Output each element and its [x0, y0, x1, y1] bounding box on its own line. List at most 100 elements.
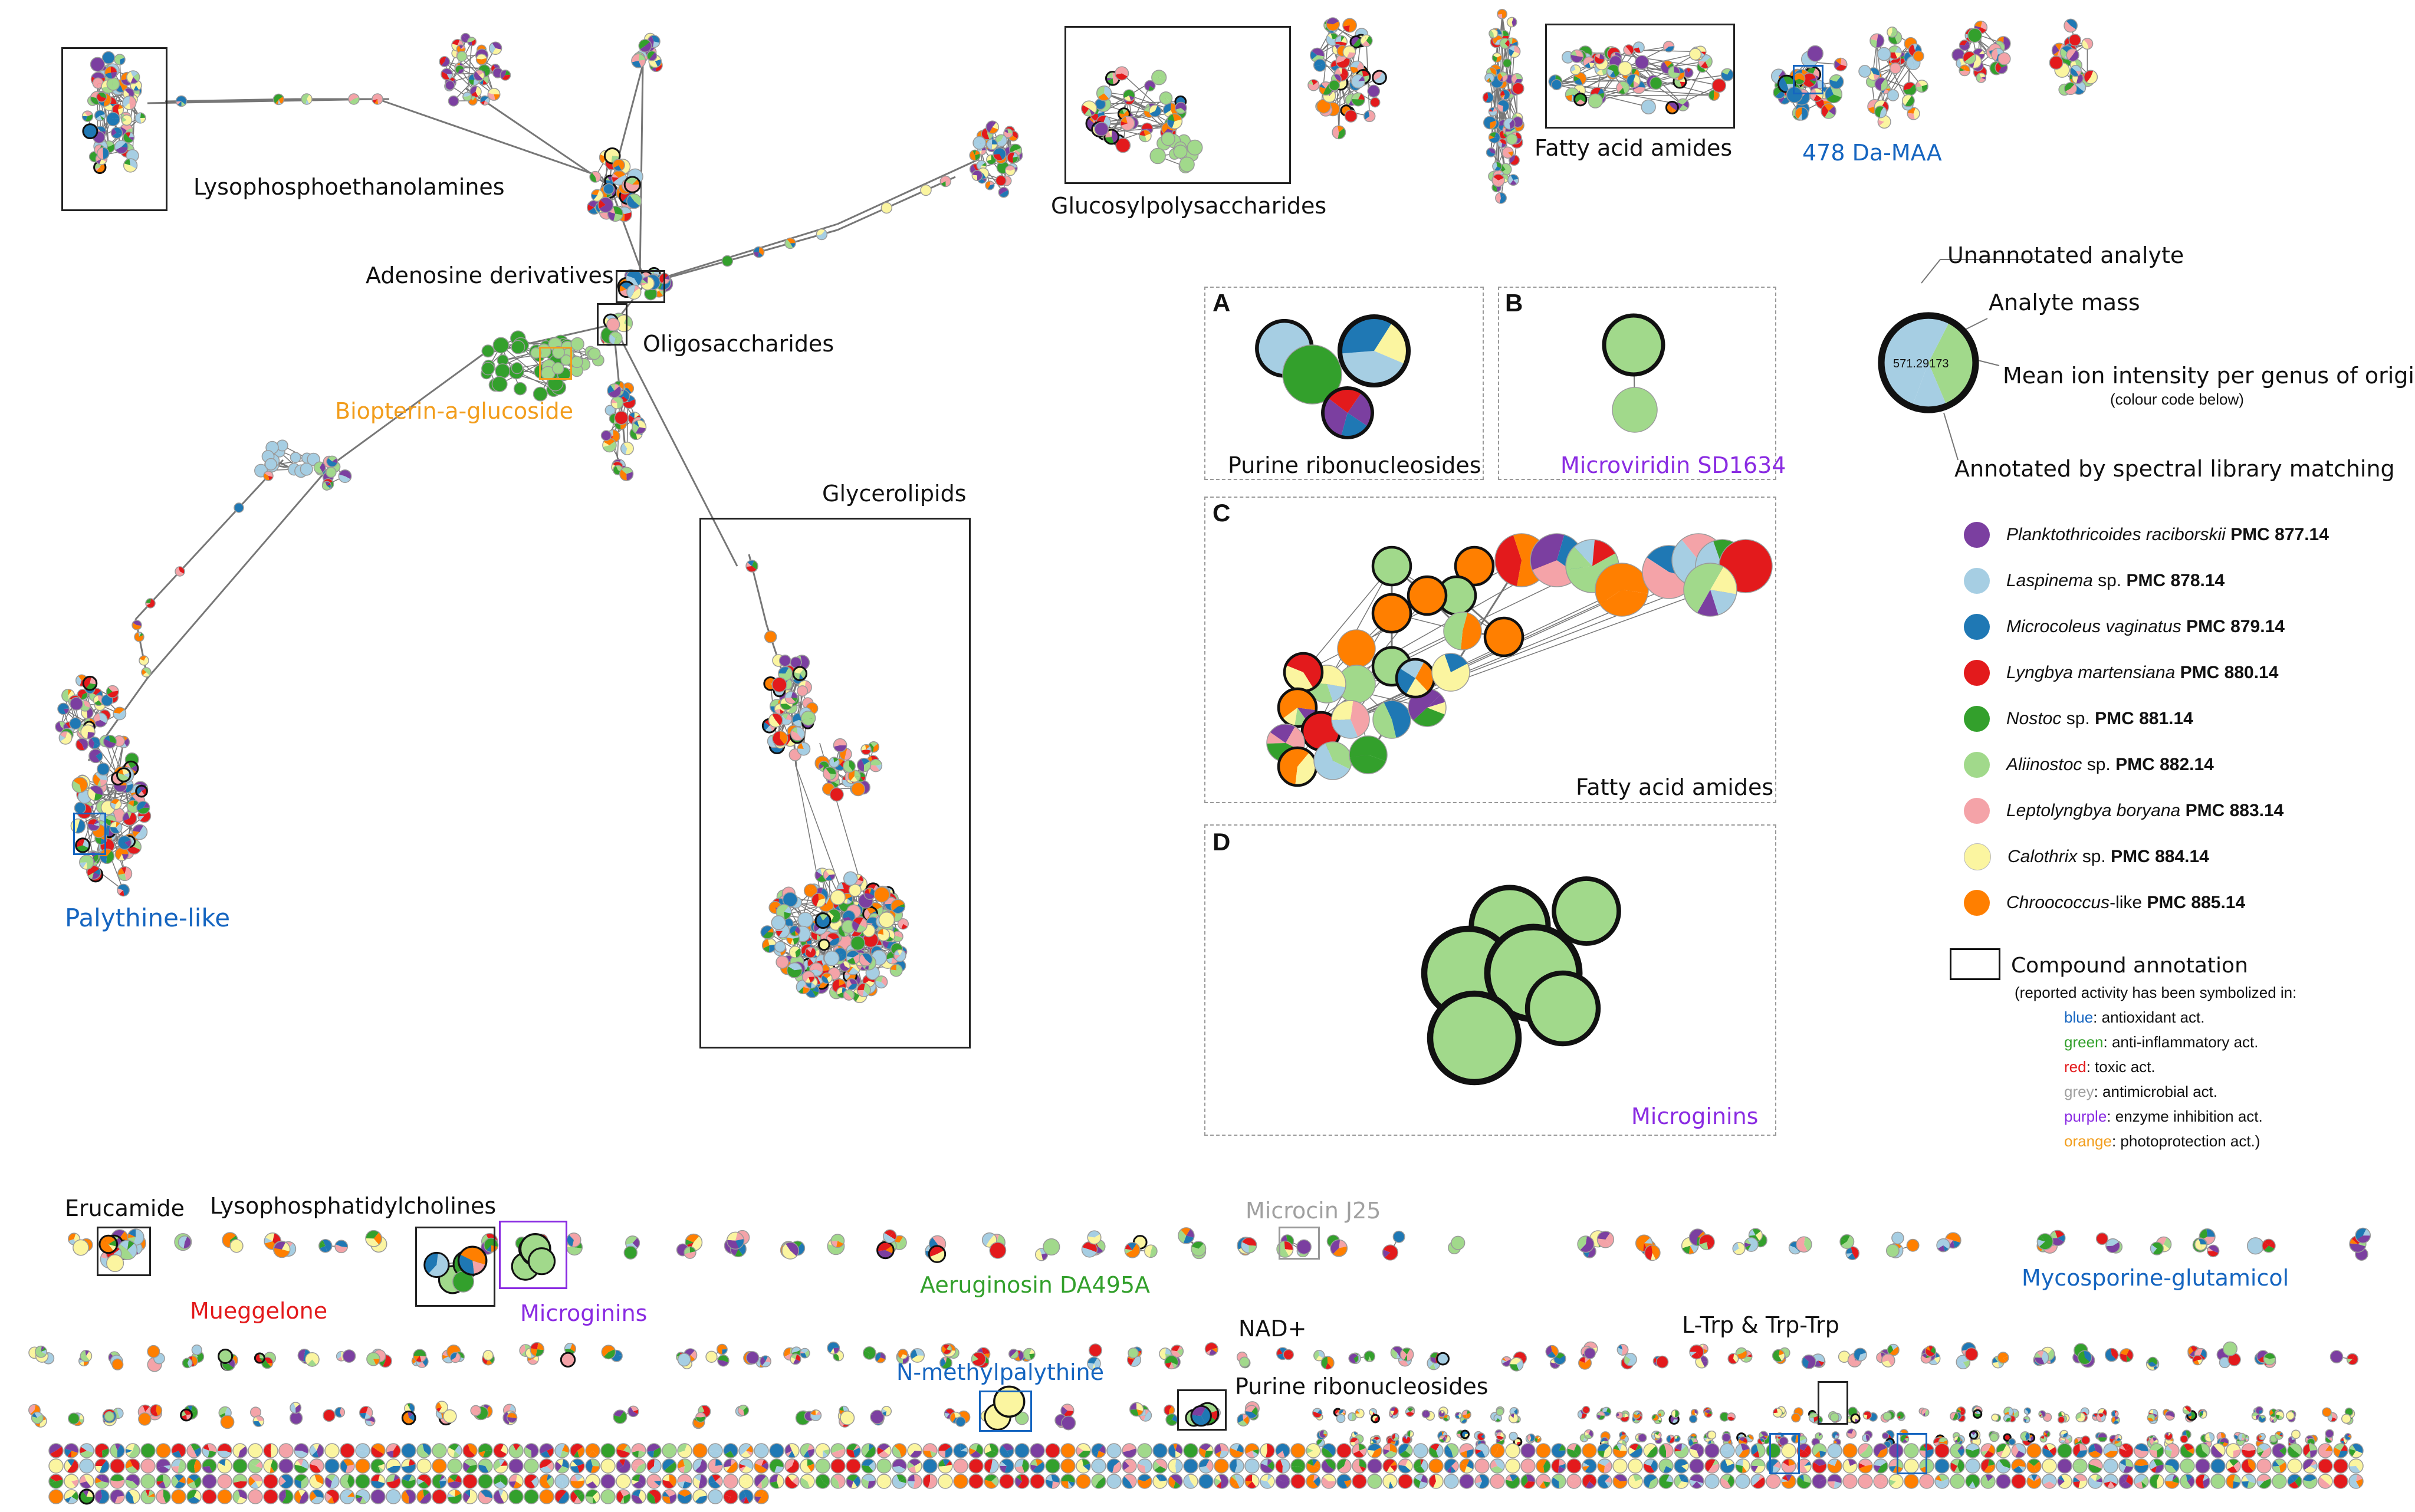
- analyte-node: [1959, 64, 1971, 77]
- analyte-node: [2111, 1415, 2120, 1425]
- analyte-node: [692, 1474, 708, 1489]
- analyte-node: [68, 1412, 80, 1425]
- analyte-node: [456, 51, 468, 62]
- analyte-node: [64, 1443, 79, 1458]
- analyte-node: [1482, 91, 1494, 104]
- analyte-node: [784, 1474, 800, 1489]
- analyte-node: [1873, 1474, 1888, 1489]
- analyte-node: [2194, 1238, 2207, 1251]
- analyte-node: [1689, 1443, 1704, 1458]
- analyte-node: [570, 1443, 585, 1458]
- analyte-node: [1596, 1231, 1615, 1248]
- analyte-node: [301, 93, 313, 105]
- analyte-node: [401, 1443, 416, 1458]
- analyte-node: [132, 824, 148, 840]
- analyte-node: [495, 363, 511, 379]
- panel-b: [1498, 287, 1776, 480]
- analyte-node: [601, 1345, 616, 1360]
- analyte-node: [355, 1458, 370, 1474]
- analyte-node: [1862, 1434, 1871, 1442]
- analyte-node: [506, 1412, 518, 1424]
- analyte-node: [892, 1474, 907, 1489]
- analyte-node: [1014, 1458, 1030, 1474]
- analyte-node: [1137, 1458, 1152, 1474]
- analyte-node: [2011, 1474, 2026, 1489]
- analyte-node: [309, 1443, 324, 1458]
- analyte-node: [1704, 1474, 1720, 1489]
- key-colour-code: (colour code below): [2110, 390, 2244, 408]
- analyte-node: [469, 86, 482, 98]
- analyte-node: [1474, 1458, 1490, 1474]
- analyte-node: [1198, 1443, 1214, 1458]
- analyte-node: [968, 1458, 984, 1474]
- analyte-node: [1363, 1350, 1376, 1362]
- analyte-node: [646, 1443, 662, 1458]
- analyte-node: [2096, 1412, 2106, 1422]
- analyte-node: [2026, 1458, 2042, 1474]
- analyte-node: [2003, 1414, 2012, 1422]
- analyte-node: [830, 1458, 846, 1474]
- panel-d-letter: D: [1213, 828, 1231, 856]
- legend-label: Calothrix sp. PMC 884.14: [2007, 847, 2209, 866]
- key-annotated: Annotated by spectral library matching: [1954, 456, 2395, 482]
- analyte-node: [1721, 1432, 1731, 1442]
- analyte-node: [1873, 1458, 1888, 1474]
- analyte-node: [202, 1489, 217, 1504]
- analyte-node: [1689, 1474, 1704, 1489]
- analyte-node: [111, 1358, 124, 1370]
- analyte-node: [2286, 1411, 2295, 1421]
- analyte-node: [232, 1474, 248, 1489]
- analyte-node: [80, 1350, 93, 1362]
- analyte-node: [75, 738, 89, 751]
- analyte-node: [600, 1474, 616, 1489]
- analyte-node: [1965, 1474, 1980, 1489]
- analyte-node: [737, 1404, 750, 1416]
- box-adenosine: [616, 270, 665, 303]
- analyte-node: [640, 276, 655, 291]
- analyte-node: [110, 126, 123, 139]
- analyte-node: [754, 1458, 769, 1474]
- analyte-node: [35, 1345, 47, 1358]
- analyte-node: [1996, 1458, 2011, 1474]
- analyte-node: [1312, 1408, 1323, 1418]
- analyte-node: [1506, 17, 1517, 28]
- analyte-node: [1483, 116, 1497, 130]
- panel-a: [1204, 287, 1484, 480]
- label-microginins: Microginins: [520, 1300, 648, 1326]
- analyte-node: [2291, 1429, 2301, 1439]
- analyte-node: [695, 1412, 706, 1423]
- analyte-node: [313, 461, 326, 474]
- analyte-node: [999, 1458, 1014, 1474]
- analyte-node: [1505, 1443, 1520, 1458]
- box-maa: [1793, 65, 1823, 94]
- panel-a-letter: A: [1213, 289, 1231, 317]
- analyte-node: [1486, 147, 1496, 157]
- analyte-node: [907, 1458, 922, 1474]
- label-purine-small: Purine ribonucleosides: [1235, 1373, 1489, 1399]
- analyte-node: [1128, 1347, 1139, 1359]
- analyte-node: [2180, 1474, 2195, 1489]
- analyte-node: [1191, 1241, 1207, 1257]
- analyte-node: [539, 1489, 554, 1504]
- analyte-node: [140, 1489, 156, 1504]
- analyte-node: [907, 1443, 922, 1458]
- analyte-node: [570, 1458, 585, 1474]
- analyte-node: [1363, 110, 1376, 123]
- panel-c-caption: Fatty acid amides: [1576, 774, 1774, 800]
- legend-label: Aliinostoc sp. PMC 882.14: [2006, 755, 2214, 774]
- analyte-node: [619, 466, 634, 481]
- analyte-node: [1399, 1347, 1414, 1362]
- analyte-node: [530, 1342, 545, 1357]
- key-unannotated: Unannotated analyte: [1947, 242, 2184, 268]
- analyte-node: [2118, 1443, 2134, 1458]
- analyte-node: [117, 883, 130, 897]
- analyte-node: [473, 69, 485, 81]
- legend-item: Lyngbya martensiana PMC 880.14: [1964, 658, 2278, 688]
- analyte-node: [1520, 1474, 1536, 1489]
- analyte-node: [1260, 1474, 1275, 1489]
- analyte-node: [2204, 1432, 2215, 1442]
- analyte-node: [1091, 1458, 1106, 1474]
- analyte-node: [104, 1411, 115, 1422]
- analyte-node: [600, 1458, 616, 1474]
- analyte-node: [134, 112, 146, 124]
